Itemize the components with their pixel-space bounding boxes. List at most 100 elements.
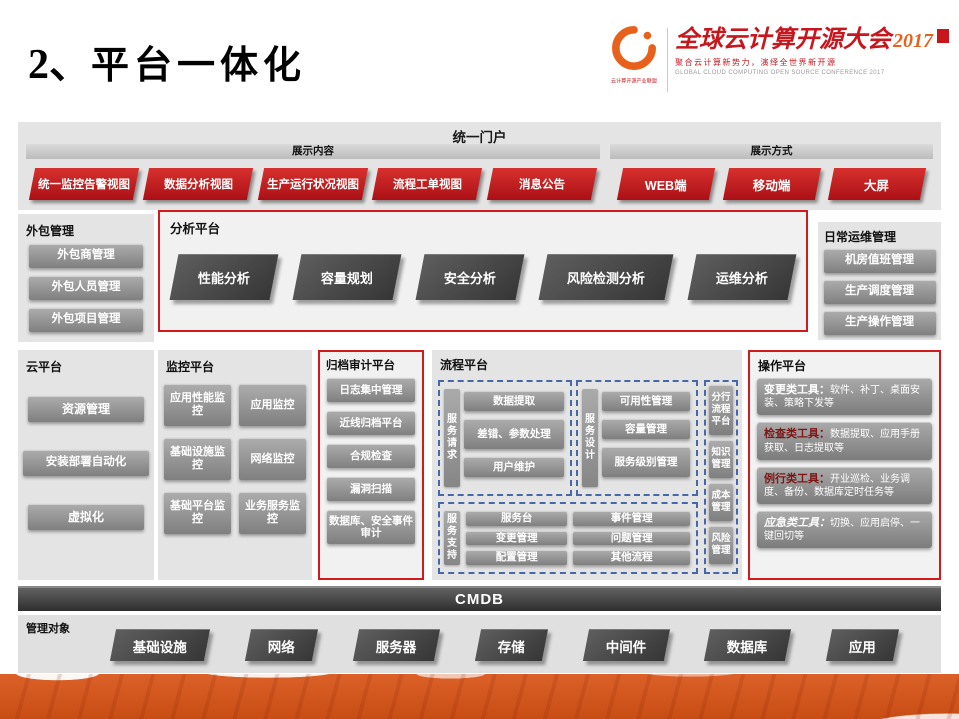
- logo-title: 全球云计算开源大会: [675, 27, 891, 53]
- portal-view-item: 数据分析视图: [143, 168, 254, 200]
- analysis-item: 安全分析: [415, 254, 525, 300]
- display-mode-group: 展示方式 WEB端 移动端 大屏: [610, 144, 933, 200]
- analysis-label: 运维分析: [715, 271, 768, 286]
- cloud-item: 虚拟化: [28, 504, 144, 530]
- process-item: 服务台: [466, 511, 568, 526]
- monitoring-platform-panel: 监控平台 应用性能监控 应用监控 基础设施监控 网络监控 基础平台监控 业务服务…: [158, 350, 312, 580]
- process-title: 流程平台: [440, 358, 489, 372]
- analysis-label: 性能分析: [197, 271, 250, 286]
- logo-slogan-en: GLOBAL CLOUD COMPUTING OPEN SOURCE CONFE…: [675, 70, 885, 77]
- service-support-label-text: 服务支持: [447, 514, 457, 561]
- decorative-brush-band: [0, 674, 959, 719]
- operation-tool-item: 应急类工具：切换、应用启停、一键回切等: [757, 510, 932, 549]
- logo-org-text: 云计算开源产业联盟: [611, 79, 657, 85]
- display-mode-row: WEB端 移动端 大屏: [610, 168, 933, 200]
- cloud-platform-panel: 云平台 资源管理 安装部署自动化 虚拟化: [18, 350, 154, 580]
- logo-slogan: 聚合云计算新势力，演绎全世界新开源: [675, 58, 837, 68]
- operation-tool-item: 检查类工具：数据提取、应用手册获取、日志提取等: [757, 422, 932, 460]
- process-side-item: 风险管理: [709, 526, 733, 564]
- service-request-box: 服务请求 数据提取 差错、参数处理 用户维护: [438, 380, 572, 496]
- outsourcing-item: 外包项目管理: [29, 308, 143, 332]
- display-content-group: 展示内容 统一监控告警视图 数据分析视图 生产运行状况视图 流程工单视图 消息公…: [26, 144, 600, 200]
- tool-desc: 软件、补丁、桌面安装、策略下发等: [764, 385, 920, 410]
- portal-view-label: 生产运行状况视图: [267, 179, 360, 191]
- tool-desc: 切换、应用启停、一键回切等: [764, 517, 920, 543]
- outsourcing-panel: 外包管理 外包商管理 外包人员管理 外包项目管理: [18, 214, 154, 342]
- process-side-column: 分行流程平台 知识管理 成本管理 风险管理: [704, 380, 738, 574]
- managed-object-label: 中间件: [605, 639, 647, 655]
- portal-view-item: 生产运行状况视图: [257, 168, 369, 200]
- process-platform-panel: 流程平台 服务请求 数据提取 差错、参数处理 用户维护 服务设计 可用性管理 容…: [432, 350, 742, 580]
- process-item: 差错、参数处理: [464, 419, 564, 449]
- monitoring-item: 应用性能监控: [164, 384, 231, 426]
- operation-tool-item: 例行类工具：开业巡检、业务调度、备份、数据库定时任务等: [757, 466, 932, 504]
- managed-objects-row: 基础设施 网络 服务器 存储 中间件 数据库 应用: [109, 629, 900, 661]
- service-design-items: 可用性管理 容量管理 服务级别管理: [602, 391, 690, 477]
- process-item: 容量管理: [602, 419, 690, 439]
- operation-tool-item: 变更类工具：软件、补丁、桌面安装、策略下发等: [757, 378, 932, 416]
- managed-object-item: 中间件: [582, 629, 670, 661]
- managed-object-item: 应用: [825, 629, 900, 661]
- portal-mode-item: WEB端: [616, 168, 715, 200]
- daily-ops-item: 机房值班管理: [823, 249, 936, 273]
- portal-mode-item: 大屏: [828, 168, 927, 200]
- monitoring-item: 基础平台监控: [164, 492, 231, 534]
- tool-desc: 开业巡检、业务调度、备份、数据库定时任务等: [764, 473, 910, 498]
- service-design-box: 服务设计 可用性管理 容量管理 服务级别管理: [576, 380, 698, 496]
- cloud-item: 安装部署自动化: [23, 450, 149, 476]
- managed-object-label: 数据库: [727, 639, 768, 655]
- portal-view-item: 流程工单视图: [372, 168, 483, 200]
- process-item: 数据提取: [464, 391, 564, 411]
- portal-view-item: 统一监控告警视图: [28, 168, 140, 200]
- monitoring-item: 应用监控: [239, 384, 306, 426]
- service-request-items: 数据提取 差错、参数处理 用户维护: [464, 391, 564, 477]
- display-mode-label: 展示方式: [610, 144, 933, 159]
- portal-mode-label: 移动端: [752, 178, 791, 193]
- process-side-item: 分行流程平台: [709, 385, 733, 435]
- outsourcing-title: 外包管理: [26, 224, 75, 238]
- operation-platform-box: 操作平台 变更类工具：软件、补丁、桌面安装、策略下发等 检查类工具：数据提取、应…: [748, 350, 941, 580]
- swirl-logo-icon: [612, 26, 656, 75]
- display-content-label: 展示内容: [26, 144, 600, 159]
- analysis-label: 风险检测分析: [566, 271, 645, 286]
- process-item: 配置管理: [466, 550, 568, 565]
- monitoring-item: 基础设施监控: [164, 438, 231, 480]
- service-design-label-text: 服务设计: [585, 414, 595, 461]
- outsourcing-item: 外包商管理: [29, 244, 143, 268]
- tool-label: 例行类工具：: [764, 472, 830, 485]
- portal-mode-label: WEB端: [645, 178, 687, 193]
- process-side-item: 知识管理: [709, 440, 733, 478]
- analysis-title: 分析平台: [170, 222, 221, 236]
- daily-ops-title: 日常运维管理: [824, 230, 897, 244]
- analysis-item: 容量规划: [292, 254, 402, 300]
- process-side-item: 成本管理: [709, 483, 733, 521]
- tool-desc: 数据提取、应用手册获取、日志提取等: [764, 429, 920, 454]
- cmdb-bar: CMDB: [18, 586, 941, 611]
- process-item: 问题管理: [573, 530, 690, 546]
- process-item: 服务级别管理: [602, 447, 690, 477]
- managed-object-label: 基础设施: [132, 639, 187, 655]
- monitoring-item: 业务服务监控: [239, 492, 306, 534]
- managed-objects-panel: 管理对象 基础设施 网络 服务器 存储 中间件 数据库 应用: [18, 615, 941, 673]
- logo-seal-badge: [937, 29, 949, 43]
- service-request-label-text: 服务请求: [447, 414, 457, 461]
- service-design-label: 服务设计: [582, 389, 598, 487]
- analysis-platform-box: 分析平台 性能分析 容量规划 安全分析 风险检测分析 运维分析: [158, 210, 808, 332]
- portal-view-item: 消息公告: [486, 168, 598, 200]
- portal-view-label: 消息公告: [518, 179, 565, 191]
- display-content-row: 统一监控告警视图 数据分析视图 生产运行状况视图 流程工单视图 消息公告: [26, 168, 600, 200]
- portal-view-label: 数据分析视图: [164, 179, 234, 191]
- service-support-box: 服务支持 服务台 事件管理 变更管理 问题管理 配置管理 其他流程: [438, 502, 698, 574]
- operation-title: 操作平台: [758, 359, 807, 373]
- analysis-item: 运维分析: [687, 254, 797, 300]
- managed-object-item: 基础设施: [109, 629, 211, 661]
- managed-object-item: 服务器: [353, 629, 440, 661]
- archive-item: 漏洞扫描: [327, 477, 415, 501]
- managed-object-item: 数据库: [704, 629, 792, 661]
- managed-object-item: 网络: [244, 629, 319, 661]
- managed-object-label: 存储: [497, 639, 525, 655]
- portal-mode-item: 移动端: [722, 168, 821, 200]
